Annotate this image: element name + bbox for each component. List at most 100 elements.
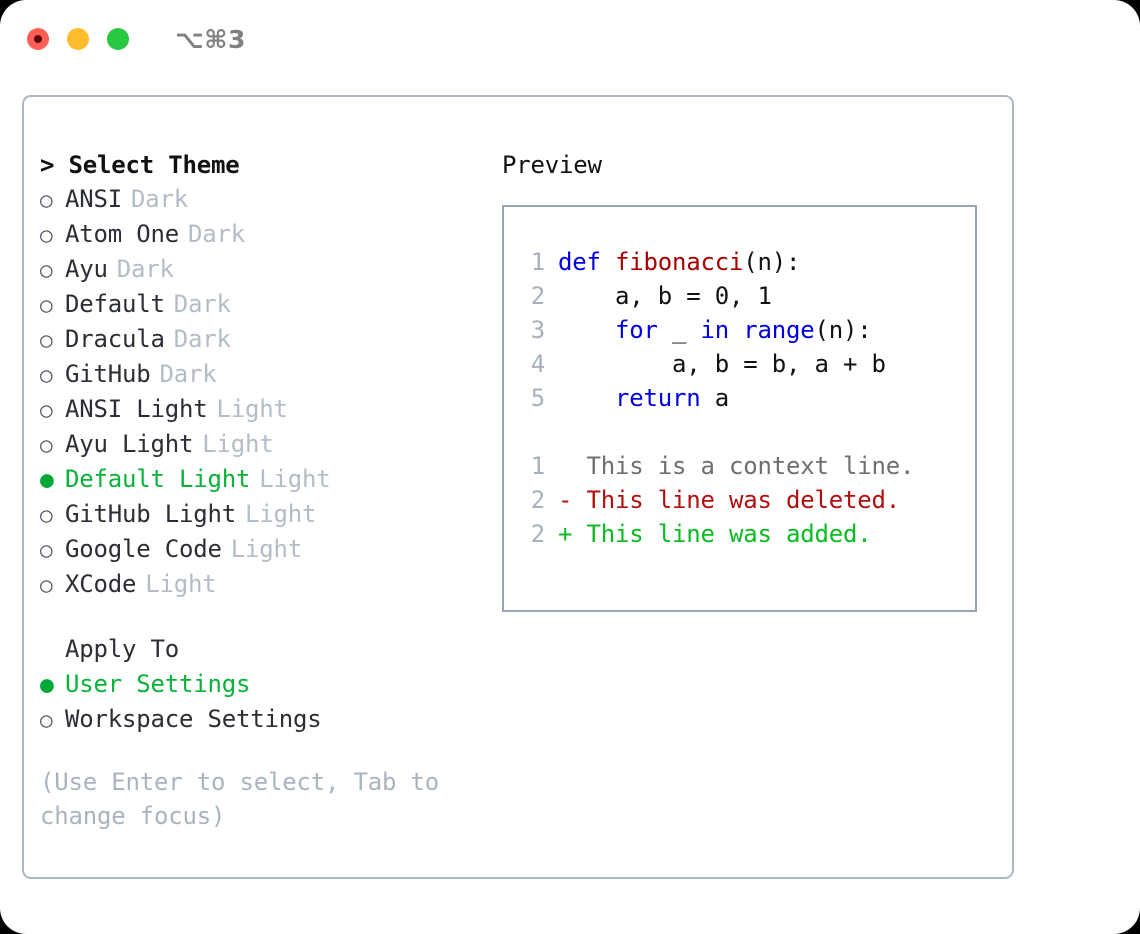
- apply-to-label: User Settings: [65, 670, 251, 698]
- code-line-number: 4: [530, 350, 545, 378]
- apply-to-header: Apply To: [65, 635, 179, 663]
- diff-line-text: This line was deleted.: [586, 486, 901, 514]
- theme-name-label: XCode: [65, 570, 137, 598]
- radio-unselected-icon[interactable]: ○: [40, 503, 53, 527]
- theme-list-item[interactable]: ○ Ayu Light Light: [40, 427, 490, 462]
- code-token-plain: [558, 384, 615, 412]
- code-token-plain: (n):: [743, 248, 801, 276]
- select-theme-header: > Select Theme: [40, 151, 240, 179]
- code-line-text: def fibonacci(n):: [558, 245, 800, 279]
- theme-name-label: GitHub Light: [65, 500, 236, 528]
- code-token-plain: _: [657, 316, 701, 344]
- diff-line: 1 This is a context line.: [515, 449, 969, 483]
- code-token-plain: [558, 316, 615, 344]
- radio-unselected-icon[interactable]: ○: [40, 188, 53, 212]
- radio-unselected-icon[interactable]: ○: [40, 223, 53, 247]
- radio-unselected-icon[interactable]: ○: [40, 328, 53, 352]
- theme-list-item[interactable]: ○ GitHub Dark: [40, 357, 490, 392]
- radio-unselected-icon[interactable]: ○: [40, 398, 53, 422]
- code-line: 4 a, b = b, a + b: [515, 347, 969, 381]
- diff-line: 2 + This line was added.: [515, 517, 969, 551]
- diff-line-text: This line was added.: [586, 520, 872, 548]
- theme-name-label: Ayu Light: [65, 430, 194, 458]
- theme-list-item[interactable]: ○ ANSI Dark: [40, 182, 490, 217]
- theme-category-label: Light: [259, 465, 331, 493]
- code-line: 3 for _ in range(n):: [515, 313, 969, 347]
- theme-name-label: Google Code: [65, 535, 222, 563]
- theme-category-label: Light: [202, 430, 274, 458]
- radio-unselected-icon[interactable]: ○: [40, 433, 53, 457]
- theme-name-label: Atom One: [65, 220, 179, 248]
- theme-category-label: Dark: [131, 185, 188, 213]
- theme-list-item[interactable]: ○ Google Code Light: [40, 532, 490, 567]
- apply-to-item[interactable]: ● User Settings: [40, 667, 490, 702]
- apply-to-item[interactable]: ○Workspace Settings: [40, 702, 490, 737]
- code-line-number: 2: [530, 486, 545, 514]
- apply-to-list[interactable]: ● User Settings ○Workspace Settings: [40, 667, 490, 737]
- code-line-text: for _ in range(n):: [558, 313, 872, 347]
- minimize-button-icon[interactable]: [67, 28, 89, 50]
- code-line-number: 3: [530, 316, 545, 344]
- code-token-kw: for: [615, 316, 658, 344]
- theme-category-label: Light: [245, 500, 317, 528]
- diff-sign: [558, 449, 587, 483]
- diff-line-text: This is a context line.: [586, 452, 915, 480]
- zoom-button-icon[interactable]: [107, 28, 129, 50]
- theme-category-label: Dark: [159, 360, 217, 388]
- theme-list-item[interactable]: ○ GitHub Light Light: [40, 497, 490, 532]
- code-token-kw: return: [615, 384, 701, 412]
- theme-name-label: Default: [65, 290, 165, 318]
- radio-unselected-icon[interactable]: ○: [40, 363, 53, 387]
- title-bar: ⌥⌘3: [0, 0, 1140, 78]
- theme-category-label: Light: [216, 395, 288, 423]
- theme-list-item[interactable]: ○ XCode Light: [40, 567, 490, 602]
- code-token-fn: fibonacci: [615, 248, 744, 276]
- code-line-text: return a: [558, 381, 729, 415]
- radio-selected-icon[interactable]: ●: [40, 672, 54, 698]
- theme-category-label: Dark: [116, 255, 174, 283]
- code-line: 1 def fibonacci(n):: [515, 245, 969, 279]
- radio-unselected-icon[interactable]: ○: [40, 293, 53, 317]
- keyboard-hint-text: (Use Enter to select, Tab to change focu…: [40, 768, 439, 830]
- theme-category-label: Dark: [173, 290, 231, 318]
- theme-name-label: GitHub: [65, 360, 151, 388]
- code-line: 2 a, b = 0, 1: [515, 279, 969, 313]
- code-line-number: 1: [530, 248, 545, 276]
- code-token-kw: def: [558, 248, 615, 276]
- code-token-kw: in range: [700, 316, 815, 344]
- theme-name-label: Dracula: [65, 325, 165, 353]
- radio-selected-icon[interactable]: ●: [40, 467, 54, 493]
- theme-category-label: Light: [145, 570, 217, 598]
- theme-name-label: Default Light: [65, 465, 251, 493]
- keyboard-shortcut-label: ⌥⌘3: [175, 24, 246, 54]
- radio-unselected-icon[interactable]: ○: [40, 258, 53, 282]
- code-token-plain: a, b = b, a + b: [558, 350, 886, 378]
- theme-list-item[interactable]: ● Default Light Light: [40, 462, 490, 497]
- code-line: 5 return a: [515, 381, 969, 415]
- diff-line: 2- This line was deleted.: [515, 483, 969, 517]
- radio-unselected-icon[interactable]: ○: [40, 708, 53, 732]
- close-button-icon[interactable]: [27, 28, 49, 50]
- theme-list-item[interactable]: ○ Dracula Dark: [40, 322, 490, 357]
- theme-list-item[interactable]: ○ ANSI Light Light: [40, 392, 490, 427]
- code-token-plain: (n):: [814, 316, 872, 344]
- theme-category-label: Dark: [173, 325, 231, 353]
- code-token-plain: a, b = 0, 1: [558, 282, 772, 310]
- theme-list-item[interactable]: ○ Default Dark: [40, 287, 490, 322]
- code-line-number: 1: [530, 452, 545, 480]
- apply-to-section: ○ Apply To ● User Settings ○Workspace Sett…: [40, 632, 490, 737]
- radio-unselected-icon[interactable]: ○: [40, 538, 53, 562]
- code-line-number: 2: [530, 520, 545, 548]
- theme-category-label: Light: [230, 535, 302, 563]
- radio-unselected-icon[interactable]: ○: [40, 573, 53, 597]
- diff-sign: +: [558, 520, 587, 548]
- code-line-number: 2: [530, 282, 545, 310]
- theme-name-label: ANSI: [65, 185, 122, 213]
- theme-name-label: ANSI Light: [65, 395, 208, 423]
- code-token-plain: a: [700, 384, 729, 412]
